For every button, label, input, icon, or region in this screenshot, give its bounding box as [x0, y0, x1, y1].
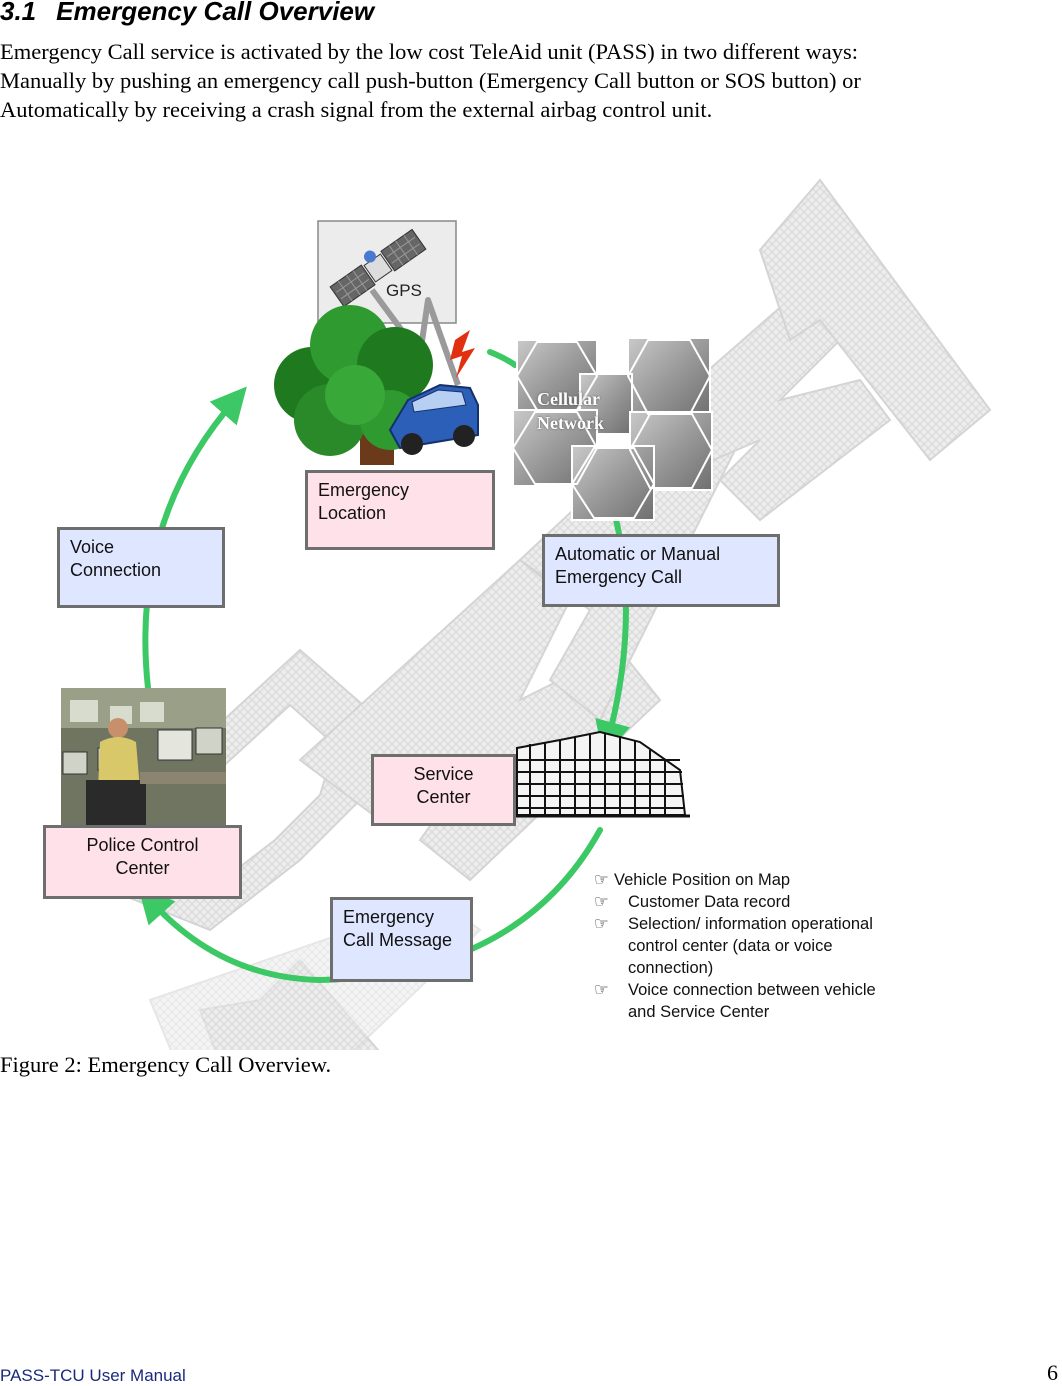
paragraph-line: Manually by pushing an emergency call pu…	[0, 68, 861, 93]
paragraph-line: Emergency Call service is activated by t…	[0, 39, 859, 64]
bullet-item: ☞ Vehicle Position on Map	[592, 869, 892, 891]
police-control-center-box: Police Control Center	[43, 825, 242, 899]
box-text: Emergency Call	[555, 567, 683, 587]
section-heading: 3.1 Emergency Call Overview	[0, 0, 374, 27]
cellular-network-label: Cellular Network	[537, 387, 604, 435]
bullet-item: ☞ Voice connection between vehicle and Se…	[592, 979, 892, 1023]
emergency-call-diagram: GPS Cellular Network Emergency Location …	[0, 170, 1062, 1050]
service-bullet-list: ☞ Vehicle Position on Map ☞ Customer Data …	[592, 869, 892, 1023]
control-center-photo	[61, 688, 226, 825]
paragraph-line: Automatically by receiving a crash signa…	[0, 97, 713, 122]
section-number: 3.1	[0, 0, 37, 26]
pointing-hand-icon: ☞	[594, 871, 609, 889]
page-number: 6	[1047, 1360, 1058, 1385]
service-center-box: Service Center	[371, 754, 516, 826]
gps-satellite-icon	[317, 220, 461, 386]
emergency-location-box: Emergency Location	[305, 470, 495, 550]
automatic-call-box: Automatic or Manual Emergency Call	[542, 534, 780, 607]
box-text: Automatic or Manual	[555, 544, 721, 564]
diagram-graphics	[58, 178, 992, 1050]
bullet-item: ☞ Customer Data record	[592, 891, 892, 913]
bullet-text: Customer Data record	[628, 893, 791, 911]
box-text: Service	[413, 764, 474, 784]
bullet-text: Vehicle Position on Map	[614, 871, 791, 889]
arrow-tree-to-network	[487, 349, 518, 368]
bullet-item: ☞ Selection/ information operational cont…	[592, 913, 892, 979]
cellular-network-icon	[511, 337, 714, 521]
box-text: Location	[318, 503, 387, 523]
voice-connection-box: Voice Connection	[57, 527, 225, 608]
footer-document-title: PASS-TCU User Manual	[0, 1366, 186, 1385]
emergency-call-message-box: Emergency Call Message	[330, 897, 473, 982]
box-text: Connection	[70, 560, 162, 580]
pointing-hand-icon: ☞	[594, 915, 609, 933]
box-text: Call Message	[343, 930, 453, 950]
service-center-building-icon	[505, 730, 690, 818]
bullet-text: Selection/ information operational contr…	[628, 915, 873, 977]
intro-paragraph: Emergency Call service is activated by t…	[0, 37, 1040, 124]
section-title: Emergency Call Overview	[56, 0, 375, 26]
box-text: Emergency	[343, 907, 435, 927]
box-text: Police Control	[86, 835, 199, 855]
car-icon	[388, 330, 479, 455]
box-text: Center	[416, 787, 471, 807]
figure-caption: Figure 2: Emergency Call Overview.	[0, 1052, 332, 1077]
tree-icon	[274, 305, 433, 465]
box-text: Center	[115, 858, 170, 878]
gps-label: GPS	[386, 281, 422, 300]
box-text: Voice	[70, 537, 115, 557]
pointing-hand-icon: ☞	[594, 981, 609, 999]
cellular-label-line: Network	[537, 413, 604, 433]
bullet-text: Voice connection between vehicle and Ser…	[628, 981, 876, 1021]
pointing-hand-icon: ☞	[594, 893, 609, 911]
box-text: Emergency	[318, 480, 410, 500]
cellular-label-line: Cellular	[537, 389, 600, 409]
